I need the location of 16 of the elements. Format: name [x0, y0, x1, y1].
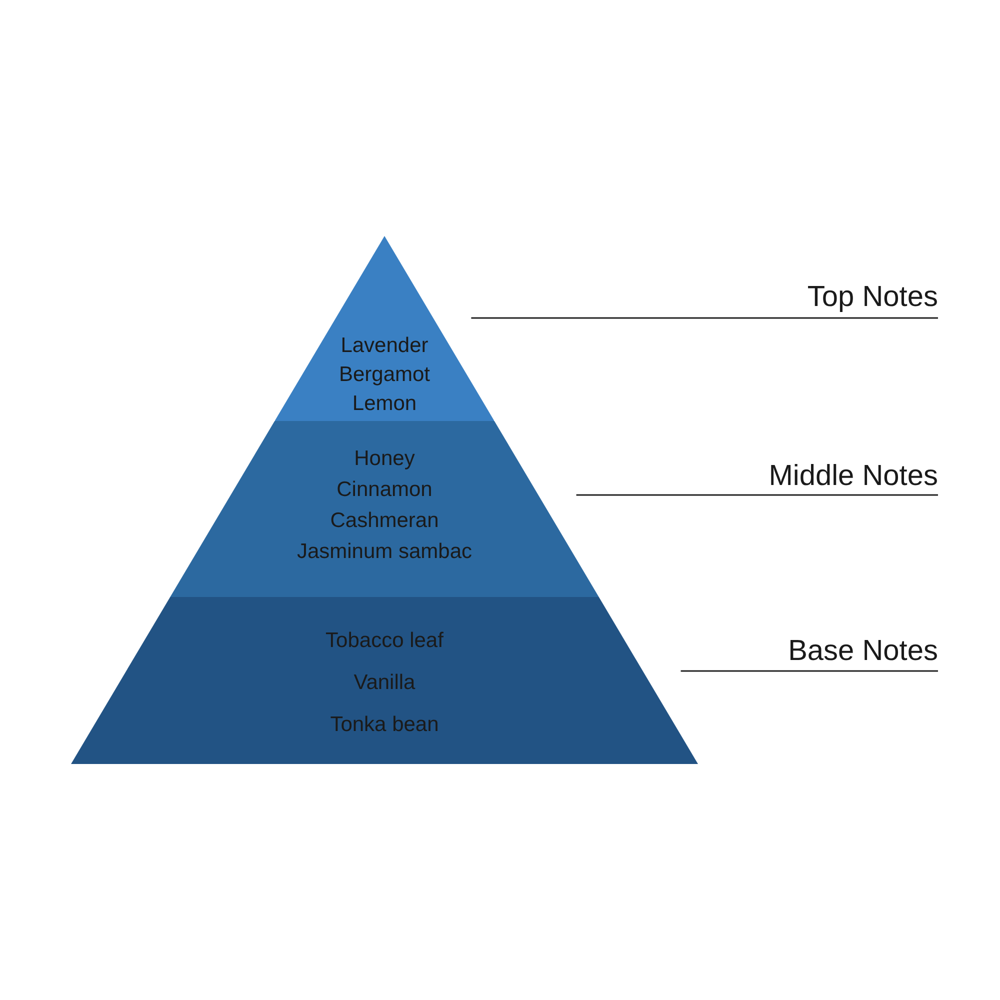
leader-line: [576, 494, 938, 496]
note-text: Jasminum sambac: [296, 539, 472, 565]
note-text: Cashmeran: [330, 508, 439, 534]
leader-line: [471, 317, 938, 319]
note-text: Cinnamon: [336, 477, 432, 503]
tier-label: Base Notes: [788, 634, 938, 668]
note-text: Bergamot: [338, 362, 430, 388]
note-text: Tonka bean: [330, 712, 439, 738]
note-text: Lemon: [352, 391, 417, 417]
note-text: Vanilla: [354, 670, 416, 696]
note-text: Lavender: [340, 333, 428, 359]
tier-label: Top Notes: [807, 280, 938, 314]
note-text: Honey: [354, 446, 415, 472]
leader-line: [680, 670, 938, 672]
note-text: Tobacco leaf: [326, 628, 444, 654]
tier-label: Middle Notes: [768, 459, 938, 493]
